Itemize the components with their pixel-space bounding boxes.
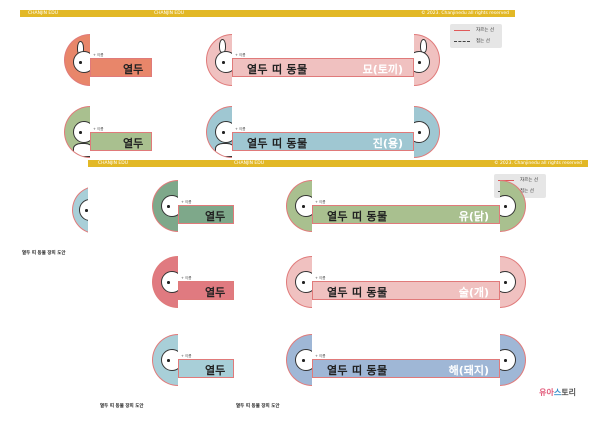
logo-text: 토리 <box>561 388 576 397</box>
strip-title: 열두 띠 동물 <box>327 364 388 377</box>
strip-animal: 해(돼지) <box>448 364 489 377</box>
horse-half-left <box>152 180 178 232</box>
strip-tag: + 이름 <box>181 200 192 204</box>
rabbit-half-left <box>206 34 232 86</box>
caption: 열두 띠 동물 장피 도안 <box>100 404 144 409</box>
name-strip: + 이름 열두 띠 동물 술(개) <box>312 276 500 300</box>
dragon-half-left <box>64 106 90 158</box>
strip-tag: + 이름 <box>181 354 192 358</box>
cut-line-label: 자르는 선 <box>520 178 538 183</box>
pig-half-right <box>500 334 526 386</box>
dog-half-left <box>286 256 312 308</box>
pig-half-left <box>286 334 312 386</box>
caption: 열두 띠 동물 장피 도안 <box>22 251 66 256</box>
strip-title: 열두 띠 동물 <box>327 286 388 299</box>
strip-tag: + 이름 <box>93 127 104 131</box>
strip-tag: + 이름 <box>181 276 192 280</box>
strip-animal: 술(개) <box>458 286 489 299</box>
line-legend: 자르는 선 접는 선 <box>450 24 502 48</box>
rabbit-half-left <box>64 34 90 86</box>
fold-line-label: 접는 선 <box>476 39 490 44</box>
strip-title: 열두 <box>123 137 144 150</box>
brand-label: CHANJIN EDU <box>98 161 129 166</box>
back-sheet-header-bar: CHANJIN EDU CHANJIN EDU © 2023. Chanjine… <box>20 10 515 17</box>
dragon-half-right <box>414 106 440 158</box>
rooster-half-left <box>286 180 312 232</box>
strip-animal: 유(닭) <box>458 210 489 223</box>
cut-line-label: 자르는 선 <box>476 28 494 33</box>
front-sheet: CHANJIN EDU CHANJIN EDU © 2023. Chanjine… <box>88 160 588 412</box>
strip-tag: + 이름 <box>315 354 326 358</box>
strip-title: 열두 <box>205 210 226 223</box>
rabbit-half-right <box>414 34 440 86</box>
name-strip: + 이름 열두 띠 동물 묘(토끼) <box>232 53 414 77</box>
dragon-half-left <box>206 106 232 158</box>
name-strip-small: + 이름 열두 <box>90 127 152 151</box>
strip-tag: + 이름 <box>315 276 326 280</box>
strip-animal: 진(용) <box>372 137 403 150</box>
front-sheet-header-bar: CHANJIN EDU CHANJIN EDU © 2023. Chanjine… <box>88 160 588 167</box>
strip-animal: 묘(토끼) <box>362 63 403 76</box>
copyright-text: © 2023. Chanjinedu all rights reserved <box>421 11 509 16</box>
caption: 열두 띠 동물 장피 도안 <box>236 404 280 409</box>
dog-half-right <box>500 256 526 308</box>
strip-tag: + 이름 <box>235 127 246 131</box>
copyright-text: © 2023. Chanjinedu all rights reserved <box>494 161 582 166</box>
brand-label: CHANJIN EDU <box>28 11 59 16</box>
name-strip: + 이름 열두 띠 동물 유(닭) <box>312 200 500 224</box>
fold-line-sample <box>454 41 470 42</box>
strip-tag: + 이름 <box>93 53 104 57</box>
back-sheet: CHANJIN EDU CHANJIN EDU © 2023. Chanjine… <box>20 10 515 160</box>
brand-label: CHANJIN EDU <box>154 11 185 16</box>
name-strip-small: + 이름 열두 <box>178 354 234 378</box>
name-strip: + 이름 열두 띠 동물 해(돼지) <box>312 354 500 378</box>
logo: 유아스토리 <box>539 387 576 398</box>
strip-title: 열두 <box>123 63 144 76</box>
fold-line-label: 접는 선 <box>520 189 534 194</box>
name-strip-small: + 이름 열두 <box>178 200 234 224</box>
logo-text: 스 <box>553 388 562 397</box>
brand-label: CHANJIN EDU <box>234 161 265 166</box>
strip-title: 열두 띠 동물 <box>247 137 308 150</box>
name-strip: + 이름 열두 띠 동물 진(용) <box>232 127 414 151</box>
strip-title: 열두 <box>205 364 226 377</box>
cut-line-sample <box>454 30 470 31</box>
logo-text: 유아 <box>539 388 554 397</box>
name-strip-small: + 이름 열두 <box>178 276 234 300</box>
sheep-half-left <box>152 256 178 308</box>
strip-title: 열두 <box>205 286 226 299</box>
strip-tag: + 이름 <box>315 200 326 204</box>
strip-tag: + 이름 <box>235 53 246 57</box>
strip-title: 열두 띠 동물 <box>247 63 308 76</box>
strip-title: 열두 띠 동물 <box>327 210 388 223</box>
monkey-half-left <box>152 334 178 386</box>
name-strip-small: + 이름 열두 <box>90 53 152 77</box>
